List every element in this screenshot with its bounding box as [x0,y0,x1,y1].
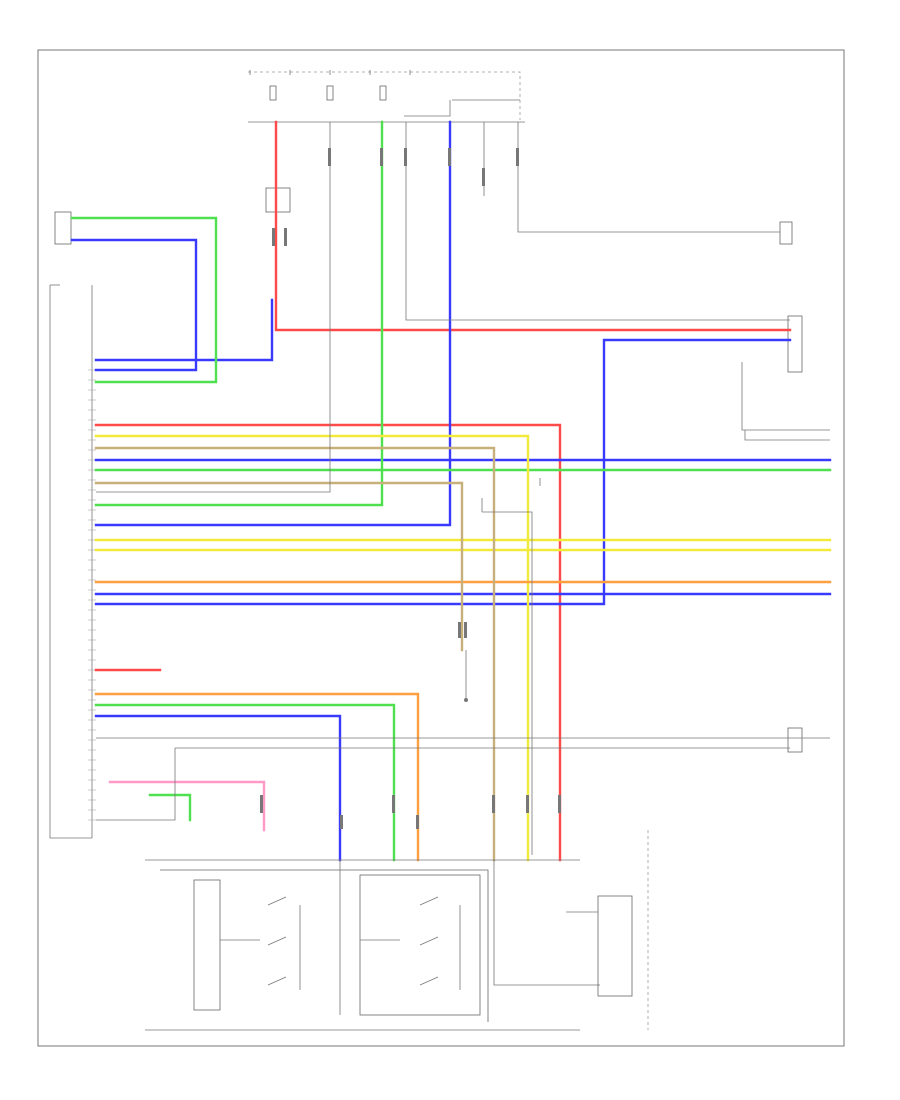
wire-harness [70,120,832,862]
switch-box-left [193,879,221,1011]
fuse-3 [379,85,387,101]
pin-ticks [88,369,96,821]
right-mid-connector [787,315,803,373]
diagram-frame [37,49,845,1047]
center-component [464,650,468,702]
sensor-box [597,895,633,997]
connector-markers [260,148,561,829]
bottom-switch-assembly [145,830,649,1031]
fuse-2 [326,85,334,101]
right-top-connector [779,221,793,245]
fuse-1 [269,85,277,101]
top-fuse-block [248,70,525,123]
main-control-module [49,284,96,839]
switch-box-right [359,874,481,1016]
right-lower-connector [787,727,803,753]
left-top-connector [54,211,72,245]
relay-box [265,187,291,213]
